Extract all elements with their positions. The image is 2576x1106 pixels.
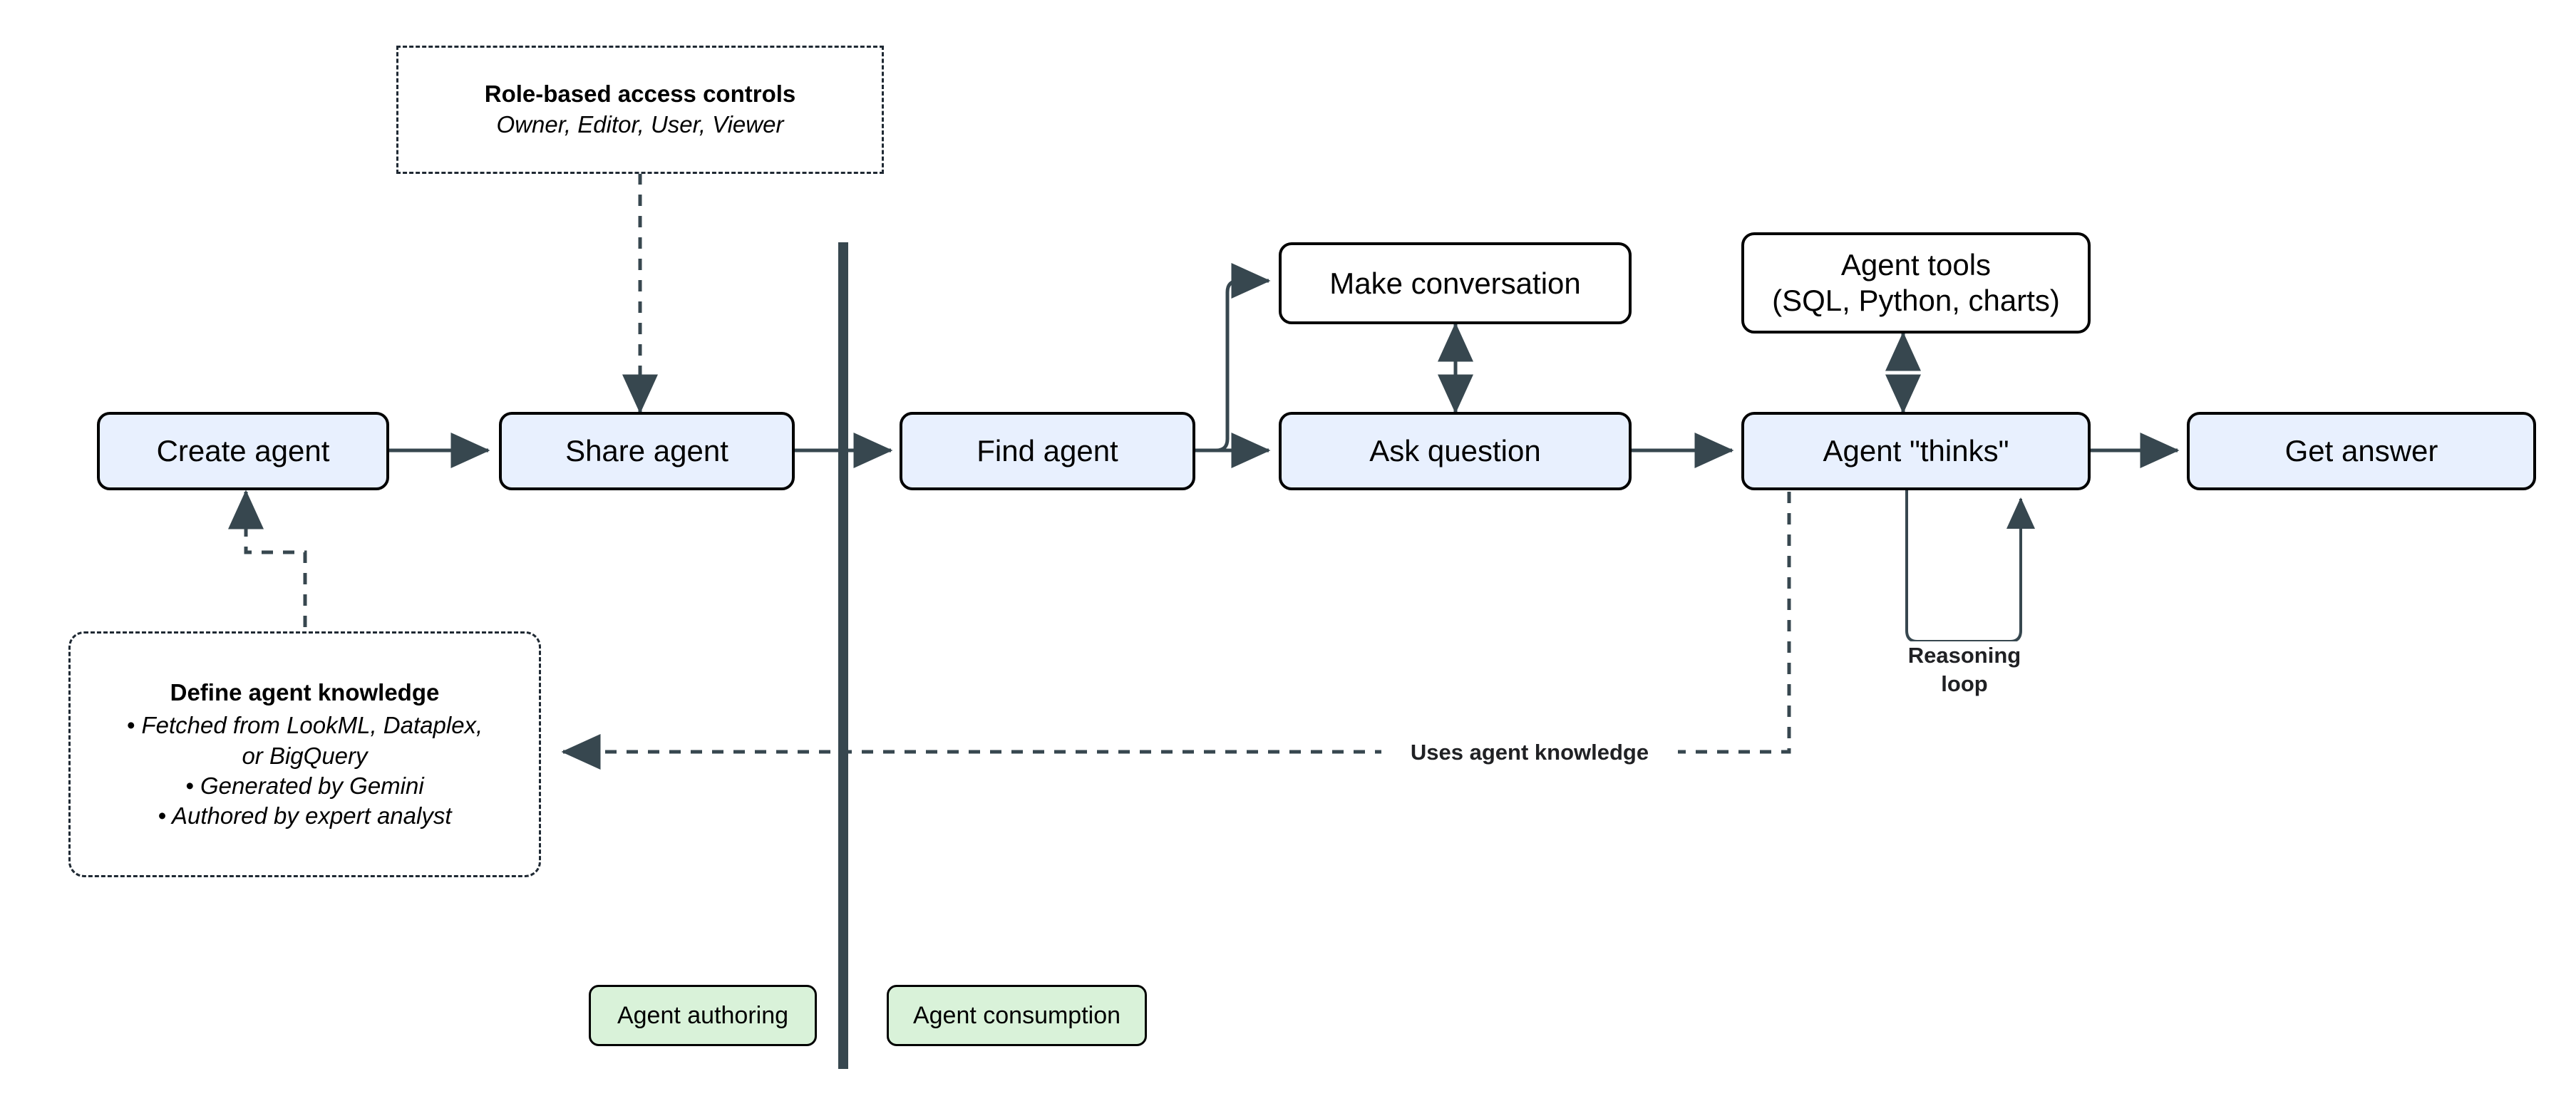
node-find-agent[interactable]: Find agent [900,412,1195,490]
node-share-agent-label: Share agent [565,434,728,468]
connector-find-to-conversation [1194,263,1271,453]
node-create-agent-label: Create agent [156,434,330,468]
node-make-conversation[interactable]: Make conversation [1279,242,1632,324]
node-ask-question[interactable]: Ask question [1279,412,1632,490]
connector-knowledge-to-create [228,490,307,627]
legend-agent-consumption-label: Agent consumption [912,1001,1121,1029]
node-create-agent[interactable]: Create agent [97,412,389,490]
rbac-subtitle: Owner, Editor, User, Viewer [496,111,784,138]
connector-uses-agent-knowledge [561,492,1791,770]
rbac-annotation-box: Role-based access controls Owner, Editor… [396,46,884,174]
connector-reasoning-loop [1905,489,2035,643]
legend-agent-authoring[interactable]: Agent authoring [589,985,817,1046]
rbac-title: Role-based access controls [484,81,796,108]
knowledge-annotation-box: Define agent knowledge • Fetched from Lo… [68,631,541,877]
knowledge-items: • Fetched from LookML, Dataplex, or BigQ… [126,712,483,830]
node-agent-tools-label: Agent tools (SQL, Python, charts) [1772,248,2060,317]
node-get-answer-label: Get answer [2284,434,2438,468]
section-divider [838,242,848,1069]
node-get-answer[interactable]: Get answer [2187,412,2536,490]
reasoning-loop-label: Reasoning loop [1882,641,2047,699]
node-ask-question-label: Ask question [1369,434,1541,468]
knowledge-title: Define agent knowledge [170,678,440,706]
node-make-conversation-label: Make conversation [1329,266,1581,300]
node-find-agent-label: Find agent [977,434,1118,468]
node-agent-thinks[interactable]: Agent "thinks" [1741,412,2091,490]
node-agent-thinks-label: Agent "thinks" [1823,434,2009,468]
node-share-agent[interactable]: Share agent [499,412,795,490]
uses-agent-knowledge-label: Uses agent knowledge [1381,738,1678,768]
legend-agent-authoring-label: Agent authoring [617,1001,789,1029]
legend-agent-consumption[interactable]: Agent consumption [887,985,1147,1046]
node-agent-tools[interactable]: Agent tools (SQL, Python, charts) [1741,232,2091,334]
